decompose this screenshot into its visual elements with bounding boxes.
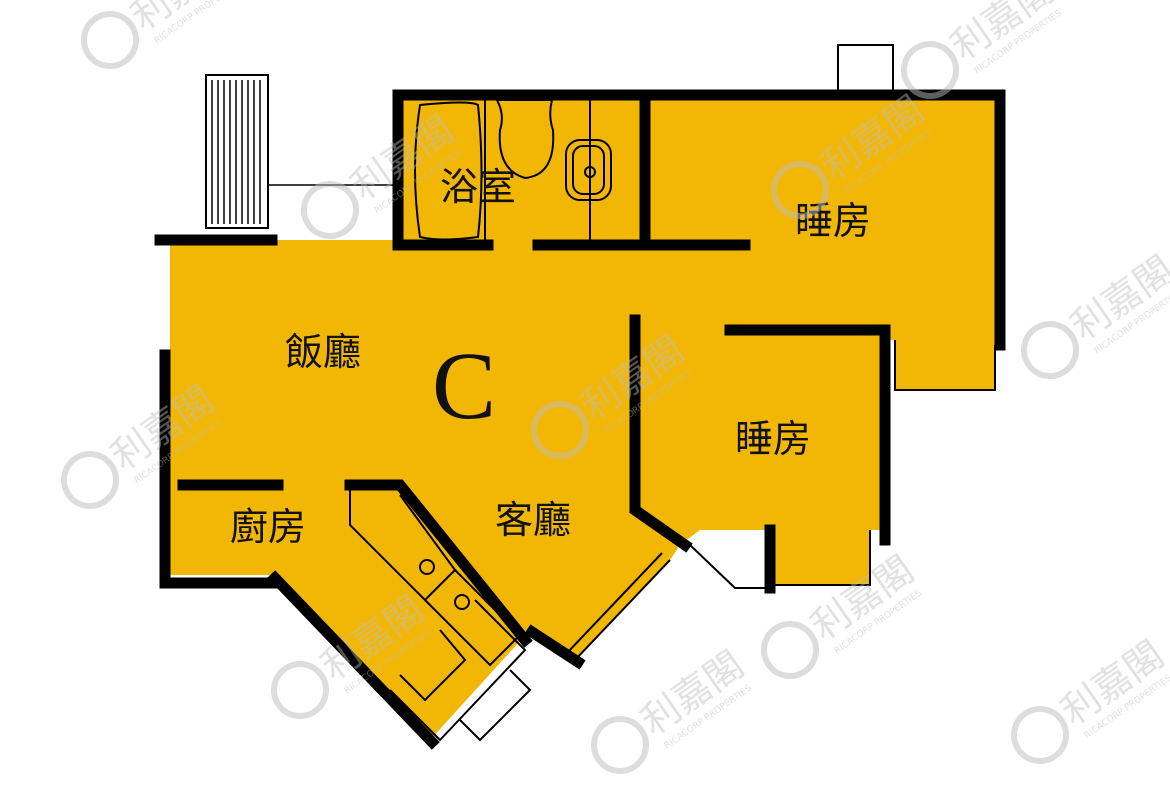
room-label-bedroom-1: 睡房 — [795, 199, 871, 243]
ac-platform — [837, 44, 894, 94]
room-label-bedroom-2: 睡房 — [735, 417, 811, 461]
room-label-kitchen: 廚房 — [230, 505, 306, 549]
fixtures — [349, 99, 996, 742]
room-label-living-room: 客廳 — [495, 498, 571, 542]
walls — [154, 89, 1006, 750]
room-label-bathroom: 浴室 — [440, 165, 516, 209]
unit-label: C — [432, 332, 496, 439]
room-label-dining-room: 飯廳 — [285, 330, 361, 374]
